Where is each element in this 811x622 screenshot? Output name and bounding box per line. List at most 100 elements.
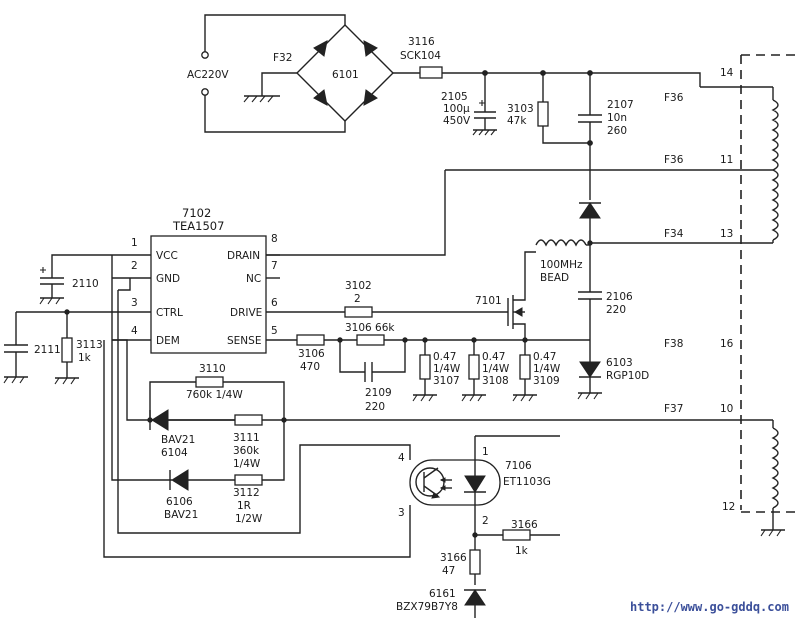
label-c2106-val: 220 [606, 304, 626, 316]
label-rs3-val2: 1/4W [533, 363, 561, 375]
resistor-3110 [149, 376, 285, 420]
label-r3102-ref: 3102 [345, 280, 372, 292]
label-d6103-val: RGP10D [606, 370, 649, 382]
opto-output-network [464, 529, 560, 618]
label-pn1: 1 [131, 237, 138, 249]
label-d6103-ref: 6103 [606, 357, 633, 369]
label-opto-p3: 3 [398, 507, 405, 519]
label-r3103-val: 47k [507, 115, 527, 127]
ac-input [201, 14, 346, 133]
label-r3111-val2: 1/4W [233, 458, 261, 470]
label-pin-nc: NC [246, 273, 261, 285]
label-pn2: 2 [131, 260, 138, 272]
label-ic-name: TEA1507 [172, 219, 224, 233]
diode-6106 [111, 255, 287, 491]
label-tf-f37: F37 [664, 403, 683, 415]
label-d6106-ref: 6106 [166, 496, 193, 508]
label-d6161-val: BZX79B7Y8 [396, 601, 458, 613]
label-tp13: 13 [720, 228, 733, 240]
label-bead1: 100MHz [540, 259, 583, 271]
label-pin-dem: DEM [156, 335, 180, 347]
capacitor-2105 [472, 73, 497, 136]
label-r3166b-val: 47 [442, 565, 455, 577]
label-pn8: 8 [271, 233, 278, 245]
label-tp10: 10 [720, 403, 733, 415]
labels: AC220V F32 6101 3116 SCK104 2105 100μ 45… [34, 36, 789, 614]
label-tp16: 16 [720, 338, 734, 350]
label-rs2-val2: 1/4W [482, 363, 510, 375]
diode-6103 [577, 361, 602, 400]
bridge-rectifier-6101 [243, 24, 420, 122]
label-tp11: 11 [720, 154, 733, 166]
sense-network [296, 334, 590, 382]
label-opto-p1: 1 [482, 446, 489, 458]
diode-clamp [579, 202, 601, 243]
label-d6104-val: BAV21 [161, 434, 195, 446]
label-ic-ref: 7102 [182, 206, 211, 220]
label-r3112-val2: 1/2W [235, 513, 263, 525]
capacitor-2110 [39, 254, 112, 305]
label-pin-gnd: GND [156, 273, 180, 285]
label-pn4: 4 [131, 325, 138, 337]
label-pin-drain: DRAIN [227, 250, 260, 262]
label-c2105-val2: 450V [443, 115, 471, 127]
label-rs2-ref: 3108 [482, 375, 509, 387]
label-pin-drive: DRIVE [230, 307, 262, 319]
label-rs3-ref: 3109 [533, 375, 560, 387]
optocoupler-7106 [409, 435, 560, 535]
label-r3106b-val: 470 [300, 361, 320, 373]
label-q7101: 7101 [475, 295, 502, 307]
ctrl-network [3, 309, 112, 385]
label-r3113-ref: 3113 [76, 339, 103, 351]
label-pn6: 6 [271, 297, 278, 309]
label-c2110: 2110 [72, 278, 99, 290]
label-rs3-val1: 0.47 [533, 351, 556, 363]
label-tp12: 12 [722, 501, 735, 513]
label-c2107-val1: 10n [607, 112, 627, 124]
label-d6106-val: BAV21 [164, 509, 198, 521]
label-bridge: 6101 [332, 69, 359, 81]
watermark-url: http://www.go-gddq.com [630, 600, 789, 614]
label-c2106-ref: 2106 [606, 291, 633, 303]
label-r3112-val1: 1R [237, 500, 251, 512]
label-pn7: 7 [271, 260, 278, 272]
label-pn3: 3 [131, 297, 138, 309]
mosfet-7101 [507, 251, 536, 340]
label-r3111-val1: 360k [233, 445, 260, 457]
label-r3113-val: 1k [78, 352, 92, 364]
label-tf-f36b: F36 [664, 154, 684, 166]
label-pin-ctrl: CTRL [156, 307, 183, 319]
label-tf-f38: F38 [664, 338, 683, 350]
label-r3111-ref: 3111 [233, 432, 260, 444]
label-rs1-val2: 1/4W [433, 363, 461, 375]
label-fuse-val: SCK104 [400, 50, 441, 62]
label-tp14: 14 [720, 67, 734, 79]
label-d6104-ref: 6104 [161, 447, 188, 459]
label-c2111: 2111 [34, 344, 61, 356]
label-rs1-ref: 3107 [433, 375, 460, 387]
bead-100mhz [535, 239, 590, 247]
bus-rail [485, 72, 701, 87]
ic-tea1507 [112, 235, 345, 354]
dem-feedback [112, 339, 773, 421]
label-r3112-ref: 3112 [233, 487, 260, 499]
label-r3106b-ref: 3106 [298, 348, 325, 360]
label-opto-val: ET1103G [503, 476, 551, 488]
sense-resistors [412, 337, 537, 402]
label-pn5: 5 [271, 325, 278, 337]
label-rs1-val1: 0.47 [433, 351, 456, 363]
label-tf-f36a: F36 [664, 92, 684, 104]
label-r3166a-ref: 3166 [511, 519, 538, 531]
label-c2105-val1: 100μ [443, 103, 470, 115]
label-pin-vcc: VCC [156, 250, 178, 262]
label-fuse-ref: 3116 [408, 36, 435, 48]
diode-6104 [149, 409, 263, 431]
label-f32: F32 [273, 52, 292, 64]
label-r3166b-ref: 3166 [440, 552, 467, 564]
label-r3106a: 3106 66k [345, 322, 395, 334]
label-opto-ref: 7106 [505, 460, 532, 472]
label-c2107-val2: 260 [607, 125, 627, 137]
label-bead2: BEAD [540, 272, 569, 284]
label-rs2-val1: 0.47 [482, 351, 505, 363]
